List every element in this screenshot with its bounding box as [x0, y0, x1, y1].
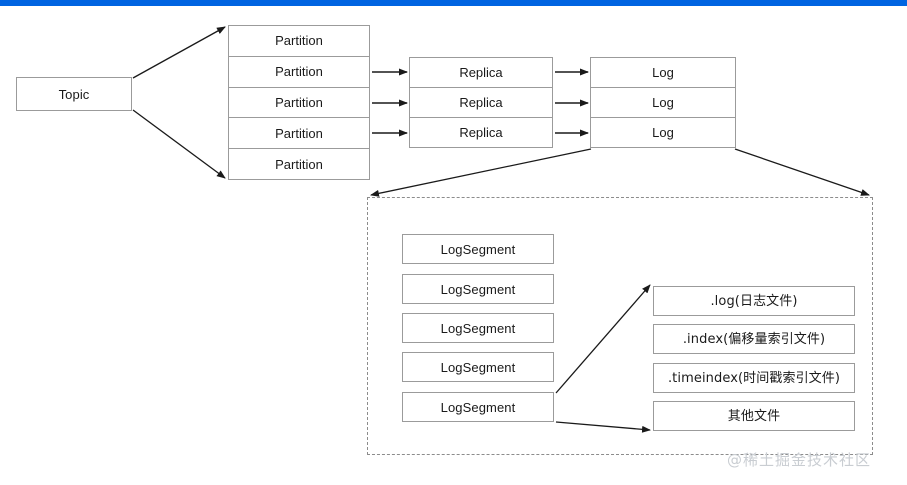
partition-label: Partition	[275, 64, 323, 80]
partition-row: Partition	[229, 149, 369, 179]
watermark: @稀土掘金技术社区	[727, 449, 871, 470]
log-row: Log	[591, 88, 735, 118]
partition-label: Partition	[275, 94, 323, 110]
replica-label: Replica	[459, 95, 503, 110]
arrow-topic-to-partition-bottom	[132, 109, 226, 179]
partition-stack: Partition Partition Partition Partition …	[228, 25, 370, 180]
log-segment-box: LogSegment	[402, 392, 554, 422]
arrow-topic-to-partition-top	[132, 26, 226, 79]
topic-box: Topic	[16, 77, 132, 111]
segment-file-label: .timeindex(时间戳索引文件)	[667, 370, 841, 386]
log-segment-label: LogSegment	[440, 399, 516, 415]
partition-row: Partition	[229, 118, 369, 150]
log-segment-box: LogSegment	[402, 352, 554, 382]
partition-row: Partition	[229, 88, 369, 119]
log-label: Log	[652, 65, 674, 80]
replica-row: Replica	[410, 118, 552, 147]
log-stack: Log Log Log	[590, 57, 736, 148]
log-segment-label: LogSegment	[440, 281, 516, 297]
partition-row: Partition	[229, 26, 369, 57]
log-row: Log	[591, 118, 735, 147]
replica-row: Replica	[410, 58, 552, 88]
segment-file-label: 其他文件	[727, 408, 781, 424]
watermark-label: @稀土掘金技术社区	[727, 451, 872, 469]
log-label: Log	[652, 95, 674, 110]
log-segment-box: LogSegment	[402, 313, 554, 343]
segment-file-box-timeindex: .timeindex(时间戳索引文件)	[653, 363, 855, 393]
replica-stack: Replica Replica Replica	[409, 57, 553, 148]
topic-label: Topic	[58, 86, 90, 102]
partition-label: Partition	[275, 33, 323, 49]
log-segment-box: LogSegment	[402, 234, 554, 264]
partition-label: Partition	[275, 125, 323, 141]
partition-label: Partition	[275, 156, 323, 172]
segment-file-label: .index(偏移量索引文件)	[682, 331, 826, 347]
replica-label: Replica	[459, 125, 503, 140]
arrow-log-to-detail-right	[734, 148, 870, 196]
log-label: Log	[652, 125, 674, 140]
segment-file-label: .log(日志文件)	[710, 293, 798, 309]
log-segment-label: LogSegment	[440, 241, 516, 257]
replica-row: Replica	[410, 88, 552, 118]
log-row: Log	[591, 58, 735, 88]
partition-row: Partition	[229, 57, 369, 88]
segment-file-box-index: .index(偏移量索引文件)	[653, 324, 855, 354]
log-detail-region	[367, 197, 873, 455]
log-segment-box: LogSegment	[402, 274, 554, 304]
arrow-log-to-detail-left	[370, 148, 592, 197]
segment-file-box-log: .log(日志文件)	[653, 286, 855, 316]
segment-file-box-other: 其他文件	[653, 401, 855, 431]
top-accent-bar	[0, 0, 907, 6]
log-segment-label: LogSegment	[440, 359, 516, 375]
log-segment-label: LogSegment	[440, 320, 516, 336]
replica-label: Replica	[459, 65, 503, 80]
